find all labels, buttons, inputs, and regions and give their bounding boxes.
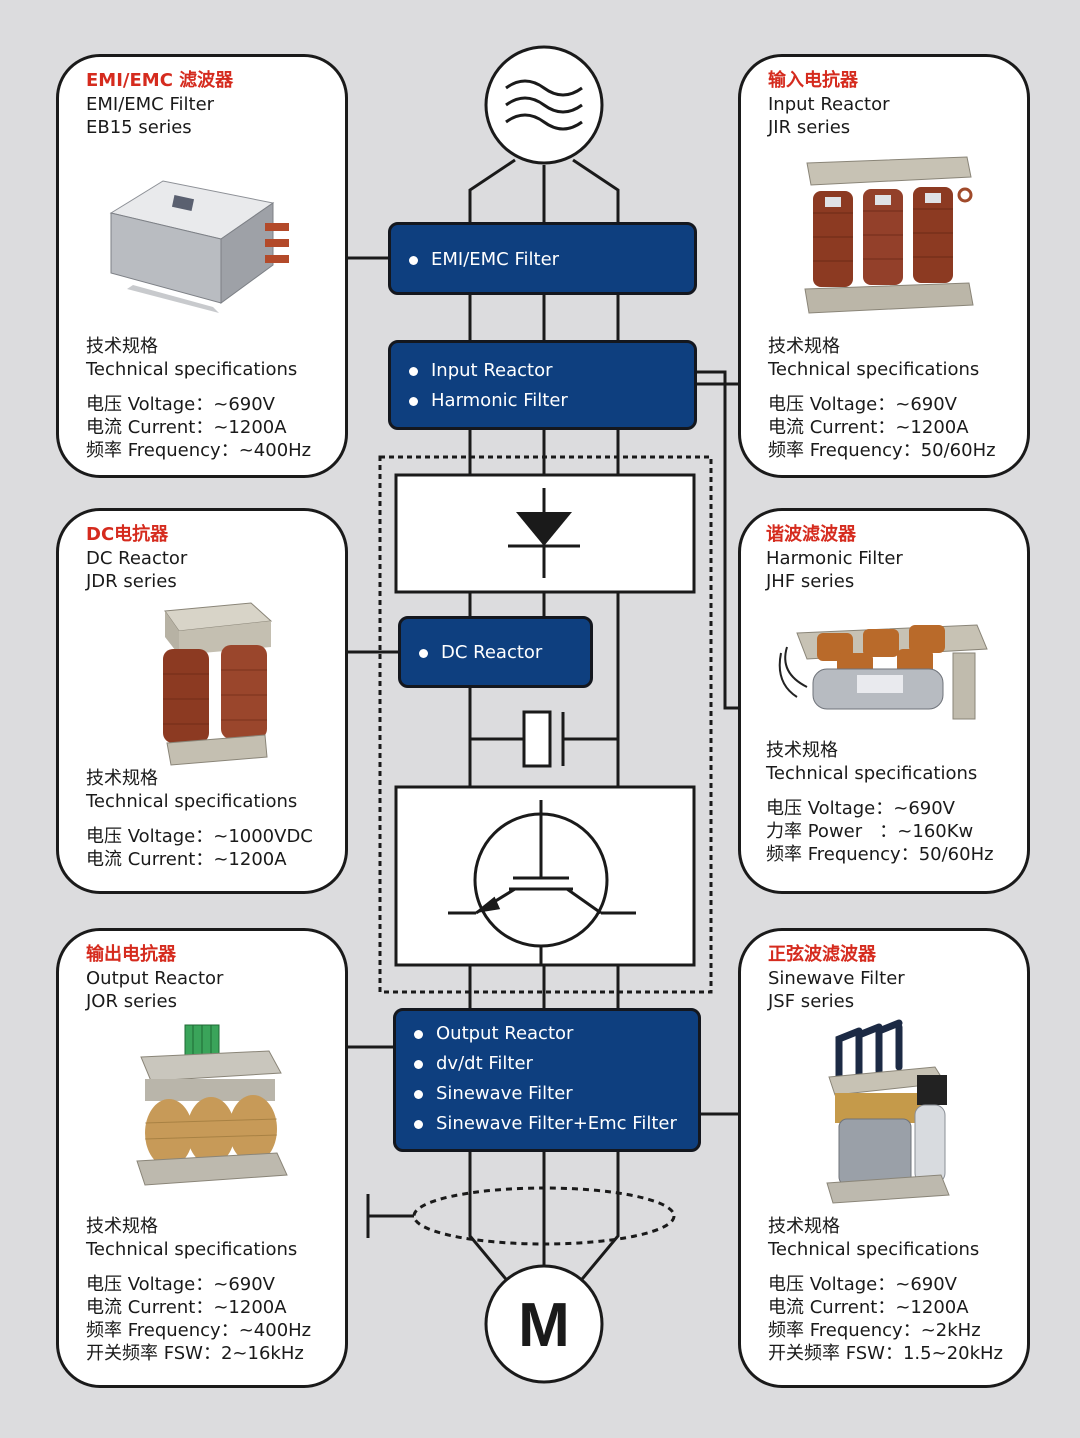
sinewave-filter-photo — [826, 1019, 950, 1204]
spec-title-en: Technical specifications — [768, 1239, 980, 1260]
block-item: Sinewave Filter — [396, 1079, 698, 1109]
spec-title-cn: 技术规格 — [766, 740, 838, 761]
spec-list: 电压 Voltage：~690V 电流 Current：~1200A 频率 Fr… — [86, 393, 311, 462]
block-emi-filter: EMI/EMC Filter — [388, 222, 697, 295]
spec-title: 技术规格 Technical specifications — [768, 335, 979, 381]
spec-title-cn: 技术规格 — [86, 336, 158, 357]
spec-item: 电流 Current：~1200A — [768, 1297, 969, 1318]
spec-item: 电压 Voltage：~690V — [86, 1274, 275, 1295]
card-emi-emc-filter: EMI/EMC 滤波器 EMI/EMC Filter EB15 series 技… — [56, 54, 348, 478]
spec-title-cn: 技术规格 — [768, 1216, 840, 1237]
motor-icon: M — [484, 1264, 604, 1384]
spec-item: 电流 Current：~1200A — [86, 417, 287, 438]
card-title-cn: 输入电抗器 — [768, 70, 858, 91]
spec-title: 技术规格 Technical specifications — [766, 739, 977, 785]
igbt-transistor-icon — [448, 800, 636, 965]
block-item: DC Reactor — [401, 638, 590, 668]
spec-item: 电压 Voltage：~690V — [86, 394, 275, 415]
spec-title-cn: 技术规格 — [768, 336, 840, 357]
card-title-cn: 正弦波滤波器 — [768, 944, 876, 965]
card-title-cn: 输出电抗器 — [86, 944, 176, 965]
block-output-filter: Output Reactor dv/dt Filter Sinewave Fil… — [393, 1008, 701, 1152]
card-dc-reactor: DC电抗器 DC Reactor JDR series 技术规格 Technic… — [56, 508, 348, 894]
card-title-en: Output Reactor — [86, 968, 224, 989]
spec-item: 电压 Voltage：~690V — [768, 1274, 957, 1295]
block-input-reactor: Input Reactor Harmonic Filter — [388, 340, 697, 430]
card-sinewave-filter: 正弦波滤波器 Sinewave Filter JSF series 技术规格 T… — [738, 928, 1030, 1388]
card-title-en: Sinewave Filter — [768, 968, 905, 989]
card-series: JHF series — [766, 571, 855, 592]
card-series: JDR series — [86, 571, 177, 592]
spec-list: 电压 Voltage：~690V 力率 Power ：~160Kw 频率 Fre… — [766, 797, 994, 866]
harmonic-filter-photo — [778, 624, 988, 720]
card-title-cn: EMI/EMC 滤波器 — [86, 70, 234, 91]
spec-item: 电压 Voltage：~1000VDC — [86, 826, 313, 847]
spec-title: 技术规格 Technical specifications — [768, 1215, 979, 1261]
spec-list: 电压 Voltage：~690V 电流 Current：~1200A 频率 Fr… — [768, 393, 996, 462]
rectifier-diode-icon — [508, 488, 580, 578]
spec-title: 技术规格 Technical specifications — [86, 767, 297, 813]
spec-title-en: Technical specifications — [86, 359, 298, 380]
card-input-reactor: 输入电抗器 Input Reactor JIR series 技术规格 Tech… — [738, 54, 1030, 478]
card-title-en: Input Reactor — [768, 94, 890, 115]
spec-title-en: Technical specifications — [86, 791, 298, 812]
spec-item: 开关频率 FSW：2~16kHz — [86, 1343, 304, 1364]
spec-title-en: Technical specifications — [768, 359, 980, 380]
spec-list: 电压 Voltage：~690V 电流 Current：~1200A 频率 Fr… — [768, 1273, 1003, 1365]
spec-title-cn: 技术规格 — [86, 1216, 158, 1237]
spec-item: 电压 Voltage：~690V — [768, 394, 957, 415]
card-series: JIR series — [768, 117, 851, 138]
block-item: EMI/EMC Filter — [391, 245, 694, 275]
card-harmonic-filter: 谐波滤波器 Harmonic Filter JHF series 技术规格 Te… — [738, 508, 1030, 894]
block-item: Harmonic Filter — [391, 386, 694, 416]
motor-label: M — [518, 1291, 570, 1360]
spec-item: 频率 Frequency：50/60Hz — [768, 440, 996, 461]
card-series: EB15 series — [86, 117, 192, 138]
emi-filter-photo — [109, 180, 289, 313]
spec-title-en: Technical specifications — [766, 763, 978, 784]
card-series: JSF series — [768, 991, 855, 1012]
spec-item: 力率 Power ：~160Kw — [766, 821, 974, 842]
spec-item: 频率 Frequency：~2kHz — [768, 1320, 981, 1341]
spec-item: 频率 Frequency：50/60Hz — [766, 844, 994, 865]
card-title-cn: 谐波滤波器 — [766, 524, 856, 545]
spec-title: 技术规格 Technical specifications — [86, 1215, 297, 1261]
spec-title-cn: 技术规格 — [86, 768, 158, 789]
spec-title-en: Technical specifications — [86, 1239, 298, 1260]
spec-item: 电流 Current：~1200A — [768, 417, 969, 438]
spec-item: 开关频率 FSW：1.5~20kHz — [768, 1343, 1004, 1364]
spec-item: 电流 Current：~1200A — [86, 1297, 287, 1318]
block-item: Sinewave Filter+Emc Filter — [396, 1109, 698, 1139]
ac-supply-icon — [484, 45, 604, 165]
card-title-en: DC Reactor — [86, 548, 188, 569]
block-dc-reactor: DC Reactor — [398, 616, 593, 688]
spec-item: 频率 Frequency：~400Hz — [86, 1320, 312, 1341]
card-title-en: EMI/EMC Filter — [86, 94, 215, 115]
card-title-en: Harmonic Filter — [766, 548, 903, 569]
output-reactor-photo — [136, 1024, 288, 1186]
spec-item: 电流 Current：~1200A — [86, 849, 287, 870]
spec-list: 电压 Voltage：~1000VDC 电流 Current：~1200A — [86, 825, 313, 871]
spec-title: 技术规格 Technical specifications — [86, 335, 297, 381]
spec-item: 电压 Voltage：~690V — [766, 798, 955, 819]
spec-list: 电压 Voltage：~690V 电流 Current：~1200A 频率 Fr… — [86, 1273, 311, 1365]
card-title-cn: DC电抗器 — [86, 524, 169, 545]
block-item: dv/dt Filter — [396, 1049, 698, 1079]
input-reactor-photo — [804, 156, 974, 314]
dc-reactor-photo — [163, 602, 273, 766]
card-output-reactor: 输出电抗器 Output Reactor JOR series 技术规格 Tec… — [56, 928, 348, 1388]
block-item: Input Reactor — [391, 356, 694, 386]
card-series: JOR series — [86, 991, 178, 1012]
block-item: Output Reactor — [396, 1019, 698, 1049]
spec-item: 频率 Frequency：~400Hz — [86, 440, 312, 461]
